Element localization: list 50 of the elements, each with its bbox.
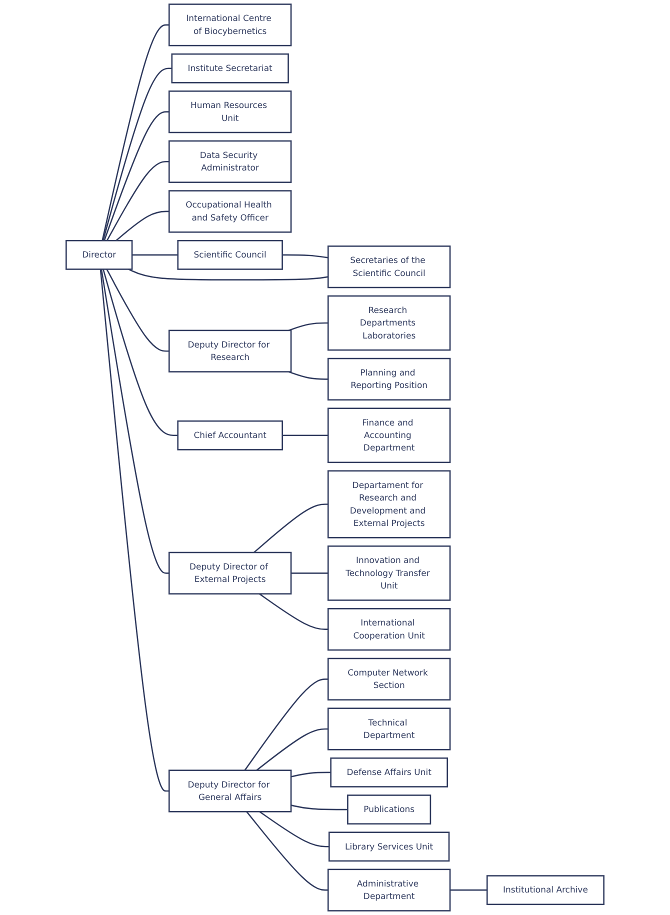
connector xyxy=(132,254,178,256)
node-box xyxy=(168,552,292,594)
connector xyxy=(116,210,170,242)
connector xyxy=(290,804,348,810)
connector xyxy=(258,593,328,630)
connector xyxy=(100,269,170,792)
connector xyxy=(128,268,328,280)
connector xyxy=(291,572,328,574)
node-box xyxy=(327,545,451,601)
node-box xyxy=(177,240,283,270)
node-box xyxy=(327,608,451,651)
node-box xyxy=(168,330,292,372)
node-box xyxy=(330,757,448,788)
node-box xyxy=(328,832,450,862)
connector xyxy=(256,728,328,771)
node-box xyxy=(168,190,292,233)
connector xyxy=(106,160,170,241)
node-box xyxy=(327,358,451,401)
connector xyxy=(282,434,328,436)
connector xyxy=(104,111,170,241)
node-box xyxy=(66,240,133,270)
node-box xyxy=(168,770,292,812)
connector xyxy=(102,68,172,241)
node-box xyxy=(327,708,451,750)
node-box xyxy=(171,53,289,84)
node-box xyxy=(168,4,292,46)
connector xyxy=(244,678,328,771)
connector xyxy=(259,811,330,848)
connector xyxy=(246,811,328,891)
connector xyxy=(288,371,328,380)
connector xyxy=(102,24,170,241)
node-box xyxy=(327,246,451,288)
connector xyxy=(282,254,328,258)
node-box xyxy=(168,140,292,183)
node-box xyxy=(327,868,451,912)
node-box xyxy=(486,875,604,906)
connector xyxy=(290,772,331,778)
connector xyxy=(288,322,328,332)
connector xyxy=(102,269,178,436)
node-box xyxy=(347,794,432,824)
connector xyxy=(100,269,170,574)
node-box xyxy=(327,408,451,464)
node-box xyxy=(168,90,292,134)
node-box xyxy=(177,420,283,450)
node-box xyxy=(327,470,451,538)
connector xyxy=(450,889,488,891)
connector xyxy=(106,268,170,352)
node-box xyxy=(327,658,451,700)
connector xyxy=(254,504,328,553)
node-box xyxy=(327,295,451,351)
